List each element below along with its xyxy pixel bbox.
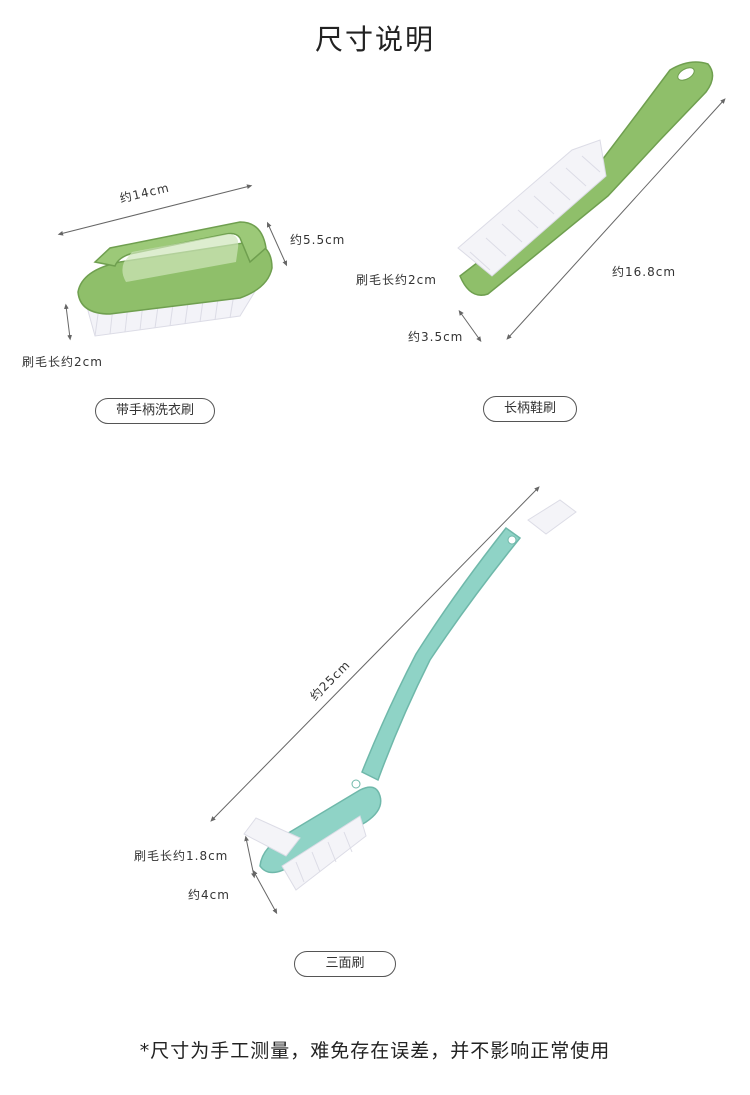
shoe-brush-length-label: 约16.8cm — [612, 265, 677, 279]
three-sided-brush-bristle-label: 刷毛长约1.8cm — [134, 849, 229, 863]
three-sided-brush-name-pill: 三面刷 — [294, 951, 396, 977]
laundry-brush-name-pill: 带手柄洗衣刷 — [95, 398, 215, 424]
three-sided-brush-width-label: 约4cm — [188, 888, 230, 902]
page-title: 尺寸说明 — [314, 23, 435, 56]
laundry-brush-illustration — [57, 184, 287, 341]
shoe-brush-bristle-label: 刷毛长约2cm — [356, 273, 437, 287]
shoe-brush-width-label: 约3.5cm — [408, 330, 464, 344]
shoe-brush-name-pill: 长柄鞋刷 — [483, 396, 577, 422]
laundry-brush-height-label: 约5.5cm — [290, 233, 346, 247]
measurement-disclaimer: *尺寸为手工测量，难免存在误差，并不影响正常使用 — [139, 1040, 611, 1062]
laundry-brush-bristle-label: 刷毛长约2cm — [22, 355, 103, 369]
three-sided-brush-illustration — [210, 486, 577, 915]
shoe-brush-illustration — [457, 61, 726, 342]
